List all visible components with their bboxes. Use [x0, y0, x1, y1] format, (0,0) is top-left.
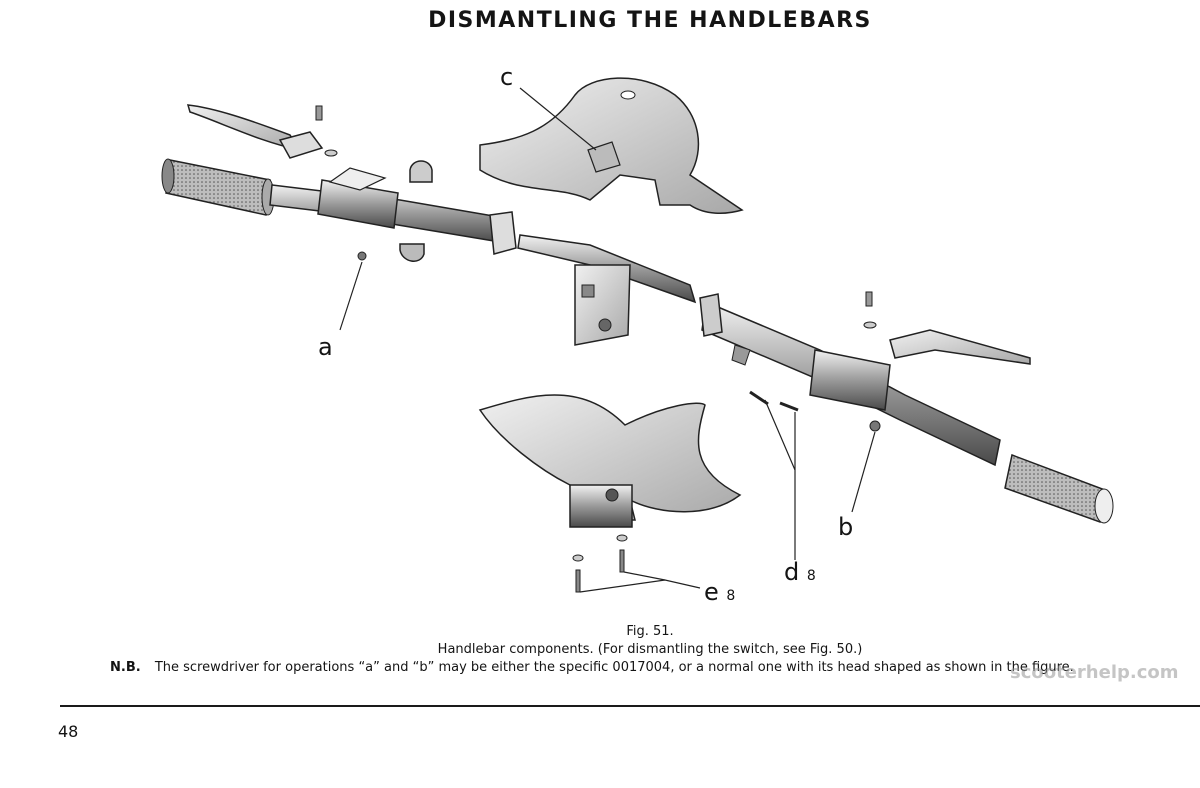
leader-lines	[339, 87, 876, 593]
bolts-e	[572, 534, 628, 593]
label-d: d 8	[784, 558, 816, 586]
label-c: c	[500, 63, 514, 91]
center-steering-block	[517, 234, 697, 346]
left-handlebar-tube	[269, 167, 517, 255]
handlebar-diagram-svg	[161, 77, 1114, 593]
right-handlebar-tube	[699, 293, 1001, 467]
top-headset-cover	[479, 77, 744, 215]
screws-d	[749, 390, 799, 412]
note-paragraph: N.B. The screwdriver for operations “a” …	[110, 660, 1074, 675]
watermark-text: scooterhelp.com	[1010, 662, 1179, 683]
handlebar-exploded-diagram: a c b d 8 e 8	[161, 63, 1114, 606]
right-grip	[1004, 453, 1114, 524]
left-grip	[161, 158, 275, 216]
right-lever	[863, 291, 1031, 365]
page-number: 48	[58, 722, 79, 741]
note-text: The screwdriver for operations “a” and “…	[154, 660, 1074, 675]
nut-b	[869, 420, 881, 432]
figure-number: Fig. 51.	[626, 624, 674, 639]
figure-caption: Handlebar components. (For dismantling t…	[437, 642, 863, 657]
page-title: DISMANTLING THE HANDLEBARS	[428, 8, 872, 33]
clamp-halves	[357, 160, 433, 262]
label-e: e 8	[704, 578, 736, 606]
footer-rule	[60, 705, 1200, 707]
left-lever	[186, 104, 338, 159]
lower-headset-cover	[478, 394, 742, 528]
label-a: a	[318, 333, 333, 361]
label-b: b	[838, 513, 854, 541]
note-label: N.B.	[110, 660, 141, 675]
